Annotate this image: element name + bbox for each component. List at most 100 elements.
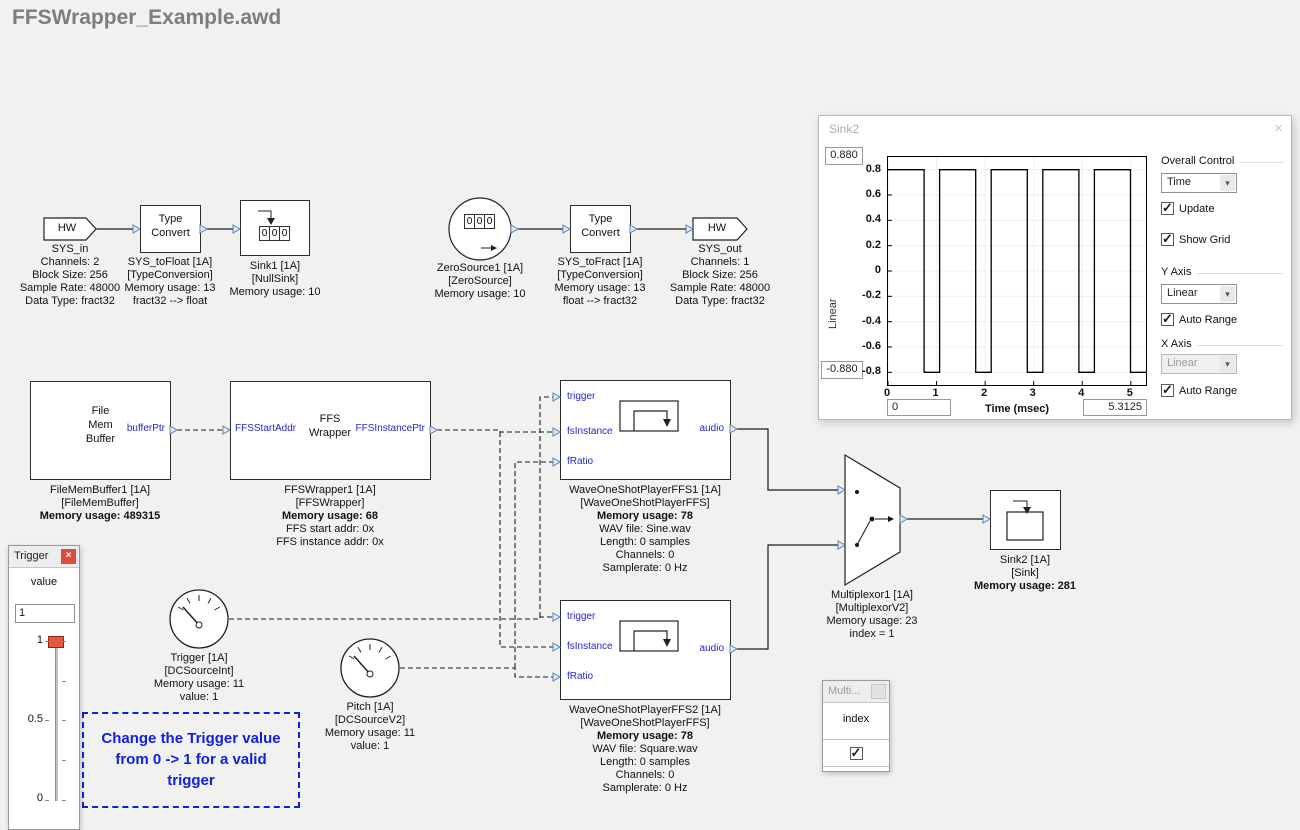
caption-line: Samplerate: 0 Hz — [602, 562, 688, 574]
sys-out-hw-label: HW — [707, 222, 727, 234]
index-checkbox-cell[interactable]: ✓ — [823, 739, 889, 767]
caption-line: WAV file: Sine.wav — [599, 523, 691, 535]
caption-line: WAV file: Square.wav — [592, 743, 698, 755]
y-tick-label: 0.6 — [865, 188, 881, 200]
x-axis-dropdown: Linear ▾ — [1161, 354, 1237, 374]
caption-sink1: Sink1 [1A][NullSink]Memory usage: 10 — [205, 260, 345, 299]
slider-tick-label: 1 — [36, 634, 43, 646]
time-dropdown[interactable]: Time ▾ — [1161, 173, 1237, 193]
trigger-control-panel[interactable]: Trigger × value 1 1 0.5 0 — [8, 545, 80, 830]
caption-line: Memory usage: 68 — [282, 510, 378, 522]
caption-file-mem-buffer: FileMemBuffer1 [1A][FileMemBuffer]Memory… — [15, 484, 185, 523]
caption-line: Length: 0 samples — [600, 756, 690, 768]
y-auto-range-checkbox[interactable]: ✓ — [1161, 311, 1174, 326]
update-checkbox-row[interactable]: ✓ Update — [1161, 200, 1214, 215]
port-label-ffsinstanceptr: FFSInstancePtr — [355, 423, 425, 434]
value-input[interactable]: 1 — [15, 604, 75, 623]
slider-track[interactable] — [55, 641, 58, 801]
x-max-box[interactable]: 5.3125 — [1083, 399, 1147, 416]
caption-line: Memory usage: 281 — [973, 580, 1077, 592]
close-icon[interactable] — [871, 684, 886, 699]
caption-line: Data Type: fract32 — [25, 295, 115, 307]
caption-line: Type — [158, 213, 183, 225]
x-min-box[interactable]: 0 — [887, 399, 951, 416]
caption-line: Block Size: 256 — [32, 269, 108, 281]
caption-line: Length: 0 samples — [600, 536, 690, 548]
multiplexor-control-panel[interactable]: Multi... index ✓ — [822, 680, 890, 772]
pitch-gauge[interactable] — [340, 638, 400, 698]
dropdown-value: Linear — [1167, 287, 1198, 299]
y-tick-label: -0.2 — [862, 289, 881, 302]
checkbox-label: Auto Range — [1179, 313, 1238, 326]
caption-line: FileMemBuffer1 [1A] — [49, 484, 151, 496]
group-divider — [1161, 345, 1283, 346]
caption-line: value: 1 — [179, 691, 219, 703]
port-label-fratio-1: fRatio — [567, 456, 594, 467]
block-sink2[interactable] — [990, 490, 1061, 550]
caption-line: Sample Rate: 48000 — [669, 282, 771, 294]
trigger-gauge[interactable] — [169, 589, 229, 649]
update-checkbox[interactable]: ✓ — [1161, 200, 1174, 215]
show-grid-checkbox-row[interactable]: ✓ Show Grid — [1161, 231, 1230, 246]
caption-line: Sink1 [1A] — [249, 260, 301, 272]
check-icon: ✓ — [1162, 200, 1173, 215]
caption-line: Channels: 1 — [690, 256, 750, 268]
y-max-box[interactable]: 0.880 — [825, 147, 863, 165]
annotation-note: Change the Trigger value from 0 -> 1 for… — [82, 712, 300, 808]
slider-tick — [45, 641, 49, 642]
x-auto-range-checkbox-row[interactable]: ✓ Auto Range — [1161, 382, 1238, 397]
caption-line: Memory usage: 78 — [597, 510, 693, 522]
port-label-ffsstartaddr: FFSStartAddr — [235, 423, 297, 434]
group-label-overall-control: Overall Control — [1161, 155, 1240, 167]
y-tick-label: -0.4 — [862, 314, 881, 327]
window-title-bar[interactable]: Sink2 — [819, 116, 1291, 142]
caption-line: Convert — [151, 227, 190, 239]
caption-line: Memory usage: 10 — [229, 286, 321, 298]
waveform-plot — [887, 157, 1146, 385]
x-tick-label: 1 — [932, 387, 939, 399]
caption-line: Trigger [1A] — [170, 652, 228, 664]
caption-line: FFS instance addr: 0x — [276, 536, 384, 548]
index-checkbox[interactable]: ✓ — [849, 745, 863, 760]
caption-line: Memory usage: 23 — [826, 615, 918, 627]
show-grid-checkbox[interactable]: ✓ — [1161, 231, 1174, 246]
multiplexor-block[interactable] — [844, 453, 901, 587]
x-auto-range-checkbox[interactable]: ✓ — [1161, 382, 1174, 397]
y-axis-dropdown[interactable]: Linear ▾ — [1161, 284, 1237, 304]
caption-line: Memory usage: 489315 — [39, 510, 161, 522]
checkbox-label: Auto Range — [1179, 384, 1238, 397]
caption-line: SYS_in — [51, 243, 89, 255]
slider-tick — [62, 760, 66, 761]
sink1-zero-digit: 0 — [279, 226, 290, 241]
caption-line: Sink2 [1A] — [999, 554, 1051, 566]
zero-source-block[interactable] — [448, 197, 512, 261]
caption-line: [WaveOneShotPlayerFFS] — [580, 717, 710, 729]
index-label: index — [842, 713, 870, 725]
check-icon: ✓ — [1162, 382, 1173, 397]
panel-title: Trigger — [14, 550, 49, 562]
group-label-y-axis: Y Axis — [1161, 266, 1197, 278]
caption-line: Multiplexor1 [1A] — [831, 589, 913, 601]
check-icon: ✓ — [1162, 231, 1173, 246]
caption-line: Channels: 2 — [40, 256, 100, 268]
slider-tick — [62, 641, 66, 642]
close-icon[interactable]: × — [1274, 120, 1283, 137]
group-label-x-axis: X Axis — [1161, 338, 1197, 350]
slider-handle[interactable] — [48, 636, 64, 648]
check-icon: ✓ — [1162, 311, 1173, 326]
y-axis-scale-label: Linear — [827, 298, 839, 330]
port-label-fsinstance-2: fsInstance — [567, 641, 613, 652]
caption-trigger-source: Trigger [1A][DCSourceInt]Memory usage: 1… — [129, 652, 269, 704]
caption-line: Channels: 0 — [615, 769, 675, 781]
y-auto-range-checkbox-row[interactable]: ✓ Auto Range — [1161, 311, 1238, 326]
port-label-fsinstance-1: fsInstance — [567, 426, 613, 437]
port-label-trigger-1: trigger — [567, 391, 596, 402]
caption-line: [FileMemBuffer] — [61, 497, 139, 509]
port-label-audio-1: audio — [699, 423, 724, 434]
caption-line: Memory usage: 11 — [153, 678, 245, 690]
caption-line: [Sink] — [1011, 567, 1039, 579]
chevron-down-icon: ▾ — [1220, 356, 1235, 372]
close-icon[interactable]: × — [61, 549, 76, 564]
